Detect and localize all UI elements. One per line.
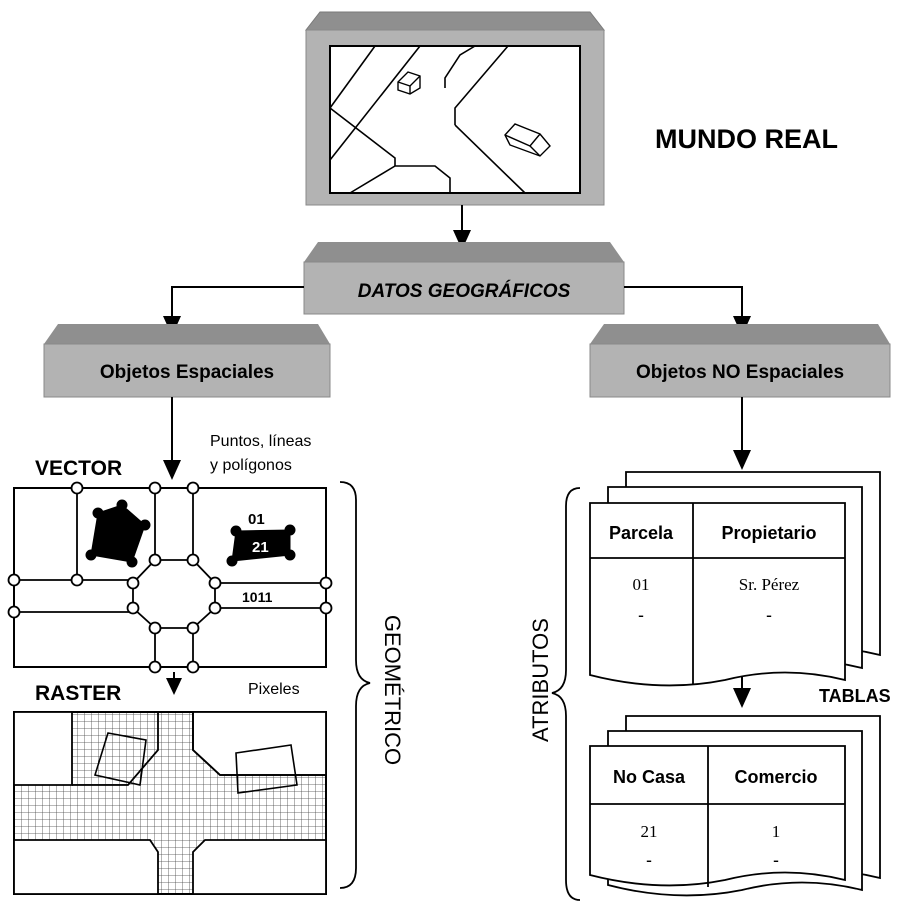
non-spatial-objects-label: Objetos NO Espaciales	[636, 362, 844, 383]
real-world-title: MUNDO REAL	[655, 124, 838, 154]
tables-label: TABLAS	[819, 686, 891, 706]
real-world-panel	[304, 11, 606, 206]
arrow-real-to-data	[453, 205, 471, 250]
raster-title: RASTER	[35, 682, 121, 705]
attributes-brace	[551, 487, 581, 901]
attributes-group-label: ATRIBUTOS	[528, 618, 553, 742]
table-cell: -	[638, 605, 644, 625]
table-cell: 1	[772, 822, 781, 841]
vector-house-label: 21	[252, 539, 269, 556]
street-lines	[329, 45, 526, 194]
table-cell: 01	[633, 575, 650, 594]
arrow-nonspatial-to-table	[733, 397, 751, 470]
table-cell: -	[646, 850, 652, 870]
table-stack-parcel	[589, 471, 881, 687]
arrow-table1-to-table2	[733, 676, 751, 708]
vector-parcel-label: 01	[248, 511, 265, 528]
geometric-brace	[339, 481, 371, 889]
raster-caption: Pixeles	[248, 681, 300, 698]
table-cell: -	[773, 850, 779, 870]
table-cell: Sr. Pérez	[739, 575, 800, 594]
vector-title: VECTOR	[35, 457, 122, 480]
spatial-objects-label: Objetos Espaciales	[100, 362, 274, 383]
arrow-vector-to-raster	[166, 672, 182, 695]
vector-caption-line2: y polígonos	[210, 457, 292, 474]
table-stack-house	[589, 715, 881, 897]
arrow-spatial-to-vector	[163, 397, 181, 480]
geometric-group-label: GEOMÉTRICO	[380, 615, 405, 765]
spatial-objects-box	[43, 324, 331, 398]
real-world-frame-top	[304, 11, 606, 31]
house-icon	[397, 71, 421, 95]
table-cell: 21	[641, 822, 658, 841]
table-header-parcela: Parcela	[609, 523, 674, 543]
table-header-no-casa: No Casa	[613, 767, 686, 787]
geo-data-box	[303, 242, 625, 315]
non-spatial-objects-box	[589, 324, 891, 398]
vector-parcel-label: 1011	[242, 589, 273, 605]
vector-map	[7, 481, 333, 674]
table-header-comercio: Comercio	[734, 767, 817, 787]
vector-caption-line1: Puntos, líneas	[210, 433, 311, 450]
table-header-propietario: Propietario	[721, 523, 816, 543]
table-cell: -	[766, 605, 772, 625]
raster-map	[13, 711, 327, 895]
geo-data-label: DATOS GEOGRÁFICOS	[358, 280, 571, 302]
house-icon	[504, 123, 551, 157]
